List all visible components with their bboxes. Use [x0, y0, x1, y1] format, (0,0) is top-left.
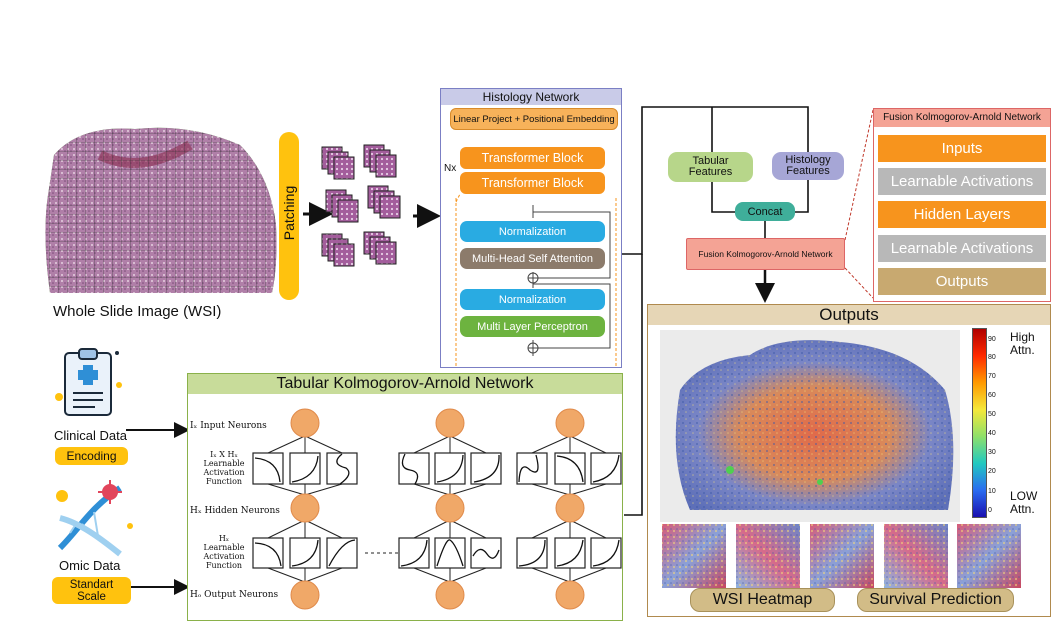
tabular-kan-title: Tabular Kolmogorov-Arnold Network — [188, 374, 622, 394]
histology-network-title: Histology Network — [441, 89, 621, 105]
patching-flow — [303, 202, 441, 228]
nx-label: Nx — [444, 163, 457, 174]
fkan-activations-2: Learnable Activations — [878, 235, 1046, 262]
transformer-block-1: Transformer Block — [460, 147, 605, 169]
clipboard-icon — [55, 348, 122, 416]
clinical-data-label: Clinical Data — [54, 428, 127, 443]
standard-scale-badge: Standart Scale — [52, 577, 131, 604]
mlp-block: Multi Layer Perceptron — [460, 316, 605, 337]
low-attn-line2: Attn. — [1010, 502, 1035, 516]
transformer-detail-frame — [455, 193, 617, 366]
fkan-inputs: Inputs — [878, 135, 1046, 162]
histology-features-line2: Features — [786, 165, 830, 177]
colorbar-ticks: 90 80 70 60 50 40 30 20 10 0 — [988, 336, 1008, 518]
attention-heatmap — [660, 330, 960, 522]
normalization-block-2: Normalization — [460, 289, 605, 310]
output-neurons-label: Hₒ Output Neurons — [190, 590, 279, 600]
tick-0: 0 — [988, 507, 992, 514]
fusion-kan-box: Fusion Kolmogorov-Arnold Network — [686, 238, 845, 270]
kan-graph — [252, 408, 622, 610]
fkan-detail-title: Fusion Kolmogorov-Arnold Network — [874, 109, 1050, 127]
tick-20: 20 — [988, 468, 996, 475]
low-attn-label: LOW Attn. — [1010, 490, 1037, 516]
act1-line1: Iₓ X Hₓ — [210, 450, 238, 459]
act1-line3: Activation — [203, 468, 245, 477]
tabular-features-line2: Features — [688, 166, 733, 178]
tick-60: 60 — [988, 392, 996, 399]
tick-80: 80 — [988, 354, 996, 361]
wsi-image — [45, 127, 277, 294]
low-attn-line1: LOW — [1010, 489, 1038, 503]
embedding-block: Linear Project + Positional Embedding — [450, 108, 618, 130]
tick-70: 70 — [988, 373, 996, 380]
standard-scale-line1: Standart — [69, 578, 114, 591]
act2-line1: Hₓ — [218, 534, 230, 543]
histology-features-line1: Histology — [785, 154, 831, 166]
fkan-activations-1: Learnable Activations — [878, 168, 1046, 195]
tabular-features-box: Tabular Features — [668, 152, 753, 182]
transformer-block-2: Transformer Block — [460, 172, 605, 194]
high-attn-line2: Attn. — [1010, 343, 1035, 357]
tick-90: 90 — [988, 336, 996, 343]
input-neurons-label: Iₓ Input Neurons — [190, 421, 267, 431]
tabular-features-line1: Tabular — [692, 155, 729, 167]
dna-icon — [56, 480, 133, 557]
standard-scale-line2: Scale — [77, 590, 106, 603]
wsi-heatmap-label: WSI Heatmap — [690, 588, 835, 612]
act2-line4: Function — [205, 561, 243, 570]
wsi-label: Whole Slide Image (WSI) — [53, 303, 222, 320]
hidden-neurons-label: Hₓ Hidden Neurons — [190, 506, 280, 516]
tick-30: 30 — [988, 449, 996, 456]
act2-label: Hₓ Learnable Activation Function — [192, 534, 256, 570]
act1-line2: Learnable — [203, 459, 245, 468]
tick-10: 10 — [988, 488, 996, 495]
patching-bar — [279, 132, 299, 300]
patch-stack — [320, 142, 410, 282]
high-attn-label: High Attn. — [1010, 331, 1035, 357]
fkan-outputs: Outputs — [878, 268, 1046, 295]
high-attn-line1: High — [1010, 330, 1035, 344]
fkan-hidden: Hidden Layers — [878, 201, 1046, 228]
histology-features-box: Histology Features — [772, 152, 844, 180]
tick-40: 40 — [988, 430, 996, 437]
omic-data-label: Omic Data — [59, 558, 121, 573]
mhsa-block: Multi-Head Self Attention — [460, 248, 605, 269]
tick-50: 50 — [988, 411, 996, 418]
survival-prediction-label: Survival Prediction — [857, 588, 1014, 612]
heatmap-thumbnails — [662, 524, 1021, 588]
tabular-kan-panel — [187, 373, 623, 621]
act2-line3: Activation — [203, 552, 245, 561]
outputs-title: Outputs — [648, 305, 1050, 325]
normalization-block-1: Normalization — [460, 221, 605, 242]
encoding-badge: Encoding — [55, 447, 128, 465]
act2-line2: Learnable — [203, 543, 245, 552]
concat-box: Concat — [735, 202, 795, 221]
act1-line4: Function — [205, 477, 243, 486]
act1-label: Iₓ X Hₓ Learnable Activation Function — [192, 450, 256, 486]
colorbar — [972, 328, 987, 518]
